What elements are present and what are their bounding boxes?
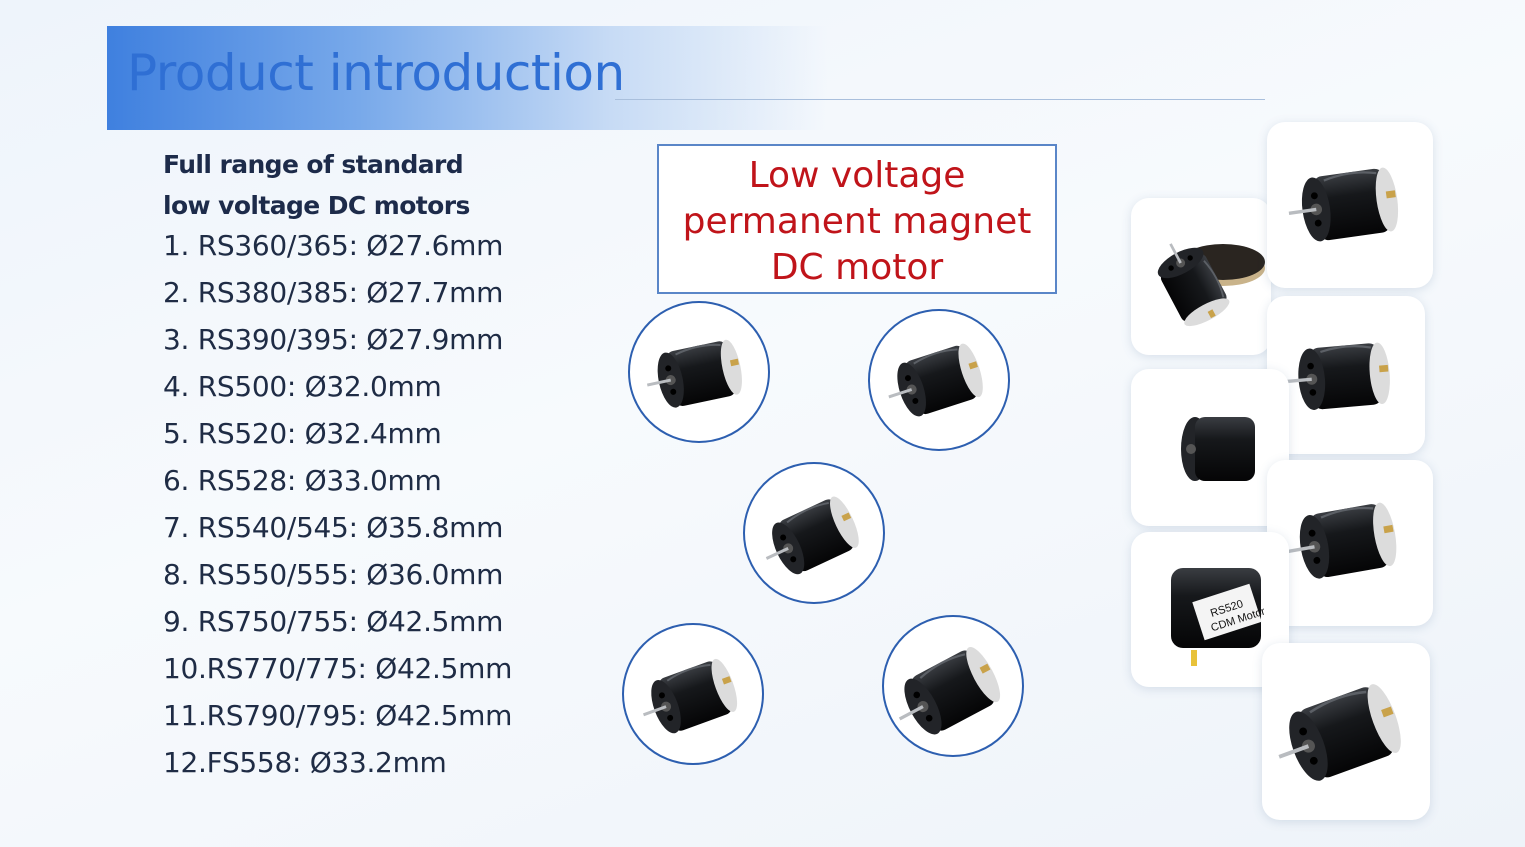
spec-item: 12.FS558: Ø33.2mm [163, 746, 447, 779]
intro-line-2: low voltage DC motors [163, 191, 470, 220]
intro-line-1: Full range of standard [163, 150, 464, 179]
motor-card-rs770 [1267, 296, 1425, 454]
spec-item: 4. RS500: Ø32.0mm [163, 370, 442, 403]
spec-item: 7. RS540/545: Ø35.8mm [163, 511, 504, 544]
motor-photo [879, 339, 989, 425]
motor-card-rs520: RS520 CDM Motor [1131, 532, 1289, 687]
spec-item: 9. RS750/755: Ø42.5mm [163, 605, 504, 638]
motor-type-callout: Low voltage permanent magnet DC motor [657, 144, 1057, 294]
spec-item: 2. RS380/385: Ø27.7mm [163, 276, 504, 309]
spec-list: 1. RS360/365: Ø27.6mm 2. RS380/385: Ø27.… [163, 226, 512, 790]
spec-item: 5. RS520: Ø32.4mm [163, 417, 442, 450]
motor-photo [1281, 340, 1394, 414]
motor-photo [1265, 679, 1409, 793]
motor-card-rs750 [1267, 122, 1433, 288]
spec-item: 8. RS550/555: Ø36.0mm [163, 558, 504, 591]
motor-image-rs390 [743, 462, 885, 604]
page-title: Product introduction [127, 44, 625, 102]
motor-image-rs540 [622, 623, 764, 765]
callout-line-3: DC motor [770, 247, 944, 288]
motor-card-rs528 [1131, 369, 1289, 526]
motor-image-rs380 [868, 309, 1010, 451]
motor-photo [640, 336, 748, 414]
callout-line-2: permanent magnet [682, 201, 1032, 242]
motor-card-geared [1131, 198, 1271, 355]
spec-item: 1. RS360/365: Ø27.6mm [163, 229, 504, 262]
motor-photo [1283, 165, 1403, 247]
motor-image-rs550 [882, 615, 1024, 757]
motor-card-fs558 [1262, 643, 1430, 820]
motor-photo [753, 491, 866, 585]
motor-photo [632, 655, 744, 743]
intro-heading: Full range of standard low voltage DC mo… [163, 144, 470, 226]
spec-item: 3. RS390/395: Ø27.9mm [163, 323, 504, 356]
motor-photo [1280, 499, 1402, 585]
motor-photo [884, 641, 1008, 748]
title-divider [615, 99, 1265, 100]
spec-item: 6. RS528: Ø33.0mm [163, 464, 442, 497]
motor-photo [1147, 231, 1265, 333]
motor-card-rs790 [1267, 460, 1433, 626]
motor-image-rs360 [628, 301, 770, 443]
motor-photo [1181, 417, 1255, 481]
motor-photo: RS520 CDM Motor [1171, 568, 1267, 666]
callout-line-1: Low voltage [748, 155, 966, 196]
spec-item: 11.RS790/795: Ø42.5mm [163, 699, 513, 732]
spec-item: 10.RS770/775: Ø42.5mm [163, 652, 513, 685]
header-band [107, 26, 827, 130]
